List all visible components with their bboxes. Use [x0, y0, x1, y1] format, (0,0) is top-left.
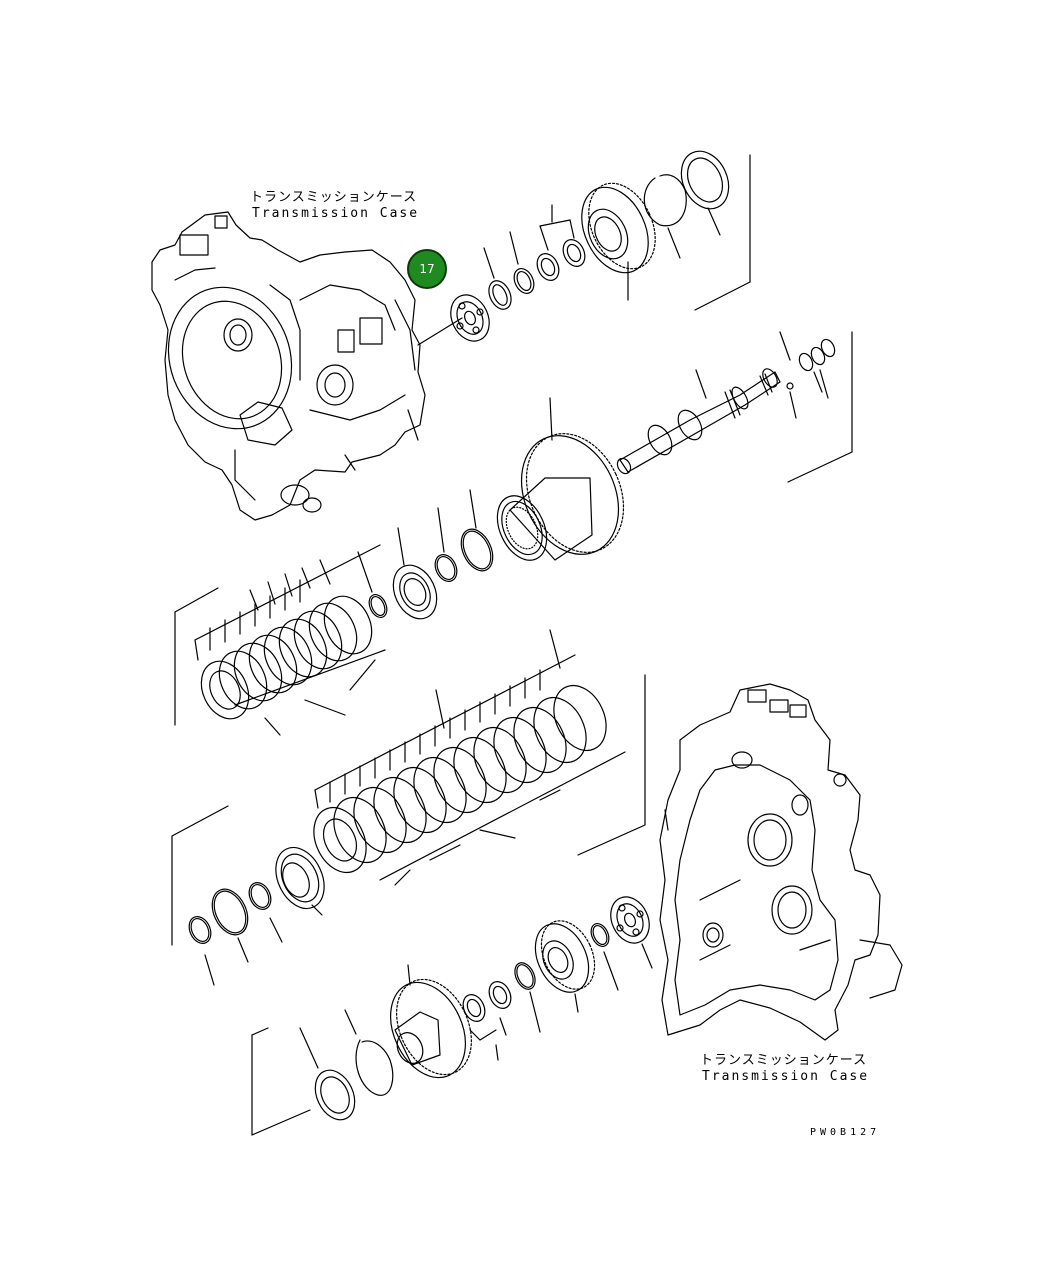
bottom-case-leaders: [664, 809, 669, 831]
lower-rings: [462, 962, 536, 1022]
row2-rings: [368, 528, 494, 620]
clutch-pack-2-leaders: [171, 629, 646, 946]
top-case-label-jp: トランスミッションケース: [250, 190, 418, 205]
clutch-pack-1-leaders: [174, 544, 386, 736]
row3-rings: [188, 846, 325, 944]
bottom-case-label-en: Transmission Case: [702, 1069, 870, 1084]
lower-snap-ring: [355, 1039, 394, 1096]
callout-17[interactable]: 17: [407, 249, 447, 289]
bottom-case-label-jp: トランスミッションケース: [700, 1053, 868, 1068]
clutch-drum-gear: [496, 433, 625, 561]
needle-bearing-b: [562, 239, 586, 267]
row2-leaders: [357, 489, 477, 593]
lower-big-gear: [390, 978, 472, 1079]
main-shaft: [616, 368, 781, 475]
bearing-part-17: [450, 294, 490, 342]
drawing-code: PW0B127: [810, 1127, 881, 1138]
top-case-label-en: Transmission Case: [252, 206, 420, 221]
shaft-leaders: [695, 331, 853, 483]
seal-ring-a: [488, 280, 512, 310]
needle-bearing-a: [536, 253, 560, 281]
upper-snap-ring: [643, 174, 687, 227]
transmission-case-bottom: [659, 683, 903, 1041]
clutch-pack-2: [313, 684, 607, 874]
upper-gear: [581, 182, 656, 274]
lower-seal-ring: [590, 923, 610, 947]
shaft-small-rings: [786, 338, 836, 390]
lower-gear: [534, 920, 596, 993]
row4-leaders: [251, 943, 653, 1136]
row1-leaders: [483, 154, 751, 311]
drum-leader: [549, 397, 553, 441]
clutch-pack-1: [200, 595, 373, 720]
seal-ring-b: [513, 268, 535, 294]
lower-thrust-plate: [314, 1069, 356, 1121]
transmission-case-top: [151, 211, 426, 521]
lower-bearing: [610, 896, 650, 944]
upper-thrust-plate: [680, 150, 730, 210]
row3-leaders: [204, 904, 323, 986]
top-case-leader: [417, 317, 463, 346]
